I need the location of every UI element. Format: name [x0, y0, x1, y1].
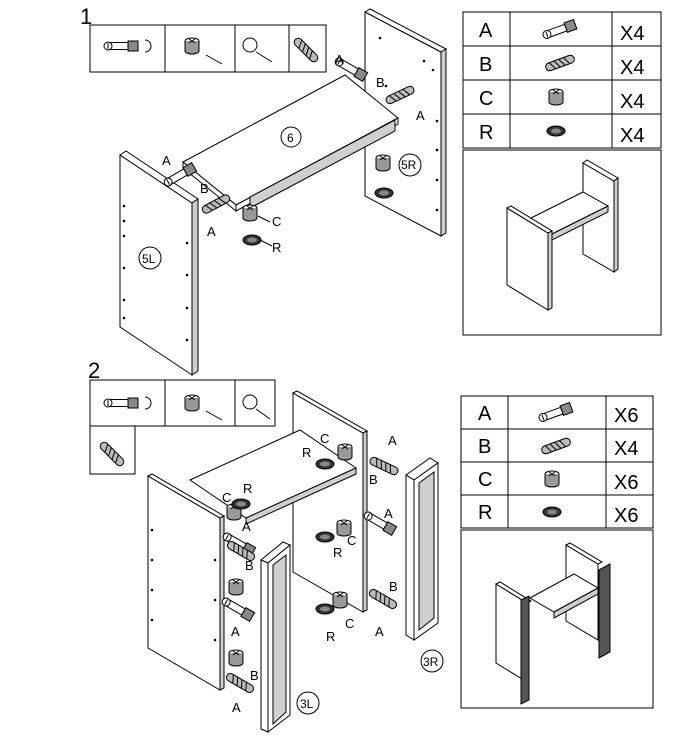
step1-hardware-table: A B C R X4 X4 X4 X4: [462, 11, 662, 149]
panel-5L: 5L: [119, 150, 199, 376]
callout-r: R: [326, 629, 335, 644]
row-qty: X4: [614, 438, 638, 460]
callout-r: R: [243, 481, 252, 496]
row-qty: X6: [614, 472, 638, 494]
step2-carcass: [146, 390, 369, 691]
row-letter: R: [478, 502, 492, 524]
panel-5R: 5R: [363, 8, 448, 237]
cam-bolt-icon: [103, 397, 139, 409]
callout-b: B: [200, 181, 209, 196]
step1-hardware: [161, 55, 416, 247]
row-letter: B: [478, 436, 491, 458]
row-letter: R: [479, 122, 493, 144]
callout-a: A: [375, 624, 384, 639]
callout-r: R: [302, 445, 311, 460]
callout-b: B: [245, 558, 254, 573]
cam-turn-icon: [242, 394, 258, 410]
cam-bolt-icon: [536, 402, 574, 425]
wood-dowel-icon: [544, 53, 576, 73]
callout-b: B: [376, 75, 385, 90]
wood-dowel-icon: [540, 436, 572, 456]
cam-lock-icon: [544, 470, 560, 488]
row-letter: C: [478, 469, 492, 491]
cam-bolt-icon: [103, 40, 139, 52]
step1-callouts: A B A A B A C R: [162, 52, 425, 255]
callout-a: A: [416, 108, 425, 123]
step2-callouts: C R A B C R A B A C R A B A R C B A: [222, 431, 398, 715]
panel-3R-label: 3R: [423, 655, 439, 669]
row-qty: X6: [614, 505, 638, 527]
callout-a: A: [335, 52, 344, 67]
callout-a: A: [207, 224, 216, 239]
callout-a: A: [242, 519, 251, 534]
wood-dowel-icon: [98, 440, 126, 468]
callout-a: A: [384, 506, 393, 521]
step1-preview: [462, 149, 662, 336]
callout-c: C: [347, 533, 356, 548]
callout-a: A: [162, 153, 171, 168]
callout-b: B: [369, 472, 378, 487]
callout-c: C: [222, 490, 231, 505]
cam-lock-icon: [548, 88, 564, 106]
row-qty: X4: [620, 57, 644, 79]
step1-tool-hints: [89, 24, 327, 73]
row-qty: X4: [620, 23, 644, 45]
panel-5L-label: 5L: [142, 252, 156, 266]
wood-dowel-icon: [292, 36, 320, 64]
callout-b: B: [250, 668, 259, 683]
step2-hardware-table: A B C R X6 X4 X6 X6: [460, 395, 654, 529]
cam-lock-icon: [184, 37, 200, 55]
row-qty: X4: [620, 91, 644, 113]
cam-turn-icon: [242, 37, 258, 53]
rotate-arrow-icon: [144, 396, 152, 410]
panel-6-label: 6: [287, 131, 294, 145]
panel-5R-label: 5R: [401, 158, 417, 172]
callout-a: A: [232, 700, 241, 715]
callout-a: A: [388, 433, 397, 448]
panel-3L: 3L: [260, 541, 320, 734]
callout-r: R: [272, 240, 281, 255]
cover-cap-icon: [542, 506, 562, 518]
step-1-number: 1: [80, 4, 92, 29]
panel-3R: 3R: [405, 457, 444, 673]
step2-tool-hints: [89, 379, 276, 475]
callout-a: A: [231, 624, 240, 639]
screwdriver-icon: [205, 410, 223, 421]
cam-bolt-icon: [540, 19, 578, 42]
step2-preview: [460, 529, 654, 709]
panel-6: 6: [182, 74, 399, 213]
row-letter: A: [478, 403, 492, 425]
callout-c: C: [345, 616, 354, 631]
callout-c: C: [272, 214, 281, 229]
step-2-number: 2: [88, 358, 100, 383]
row-letter: A: [479, 20, 493, 42]
rotate-arrow-icon: [144, 39, 152, 53]
row-letter: C: [479, 88, 493, 110]
callout-c: C: [320, 431, 329, 446]
row-qty: X6: [614, 405, 638, 427]
callout-b: B: [389, 579, 398, 594]
cam-lock-icon: [184, 394, 200, 412]
panel-3L-label: 3L: [300, 697, 314, 711]
cover-cap-icon: [546, 125, 566, 137]
row-letter: B: [479, 54, 492, 76]
callout-r: R: [333, 545, 342, 560]
screwdriver-icon: [205, 54, 223, 65]
row-qty: X4: [620, 125, 644, 147]
